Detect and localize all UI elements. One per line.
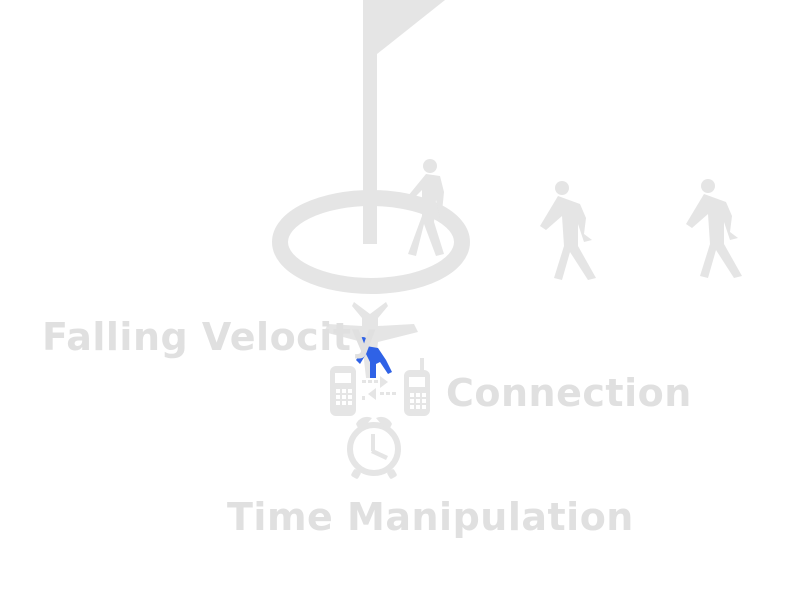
walking-person-icon [686, 179, 742, 278]
falling-velocity-label: Falling Velocity [42, 315, 377, 359]
time-manipulation-label: Time Manipulation [227, 495, 634, 539]
walking-person-icon [540, 181, 596, 280]
flag-pole-icon [363, 0, 377, 244]
falling-person-icon [356, 337, 392, 378]
walking-person-icon [408, 159, 448, 256]
flag-ring-icon [272, 0, 470, 294]
airplane-icon [324, 302, 418, 378]
two-phones-link-icon [330, 358, 430, 416]
alarm-clock-icon [347, 416, 401, 479]
flag-icon [363, 0, 445, 54]
connection-label: Connection [446, 371, 692, 415]
